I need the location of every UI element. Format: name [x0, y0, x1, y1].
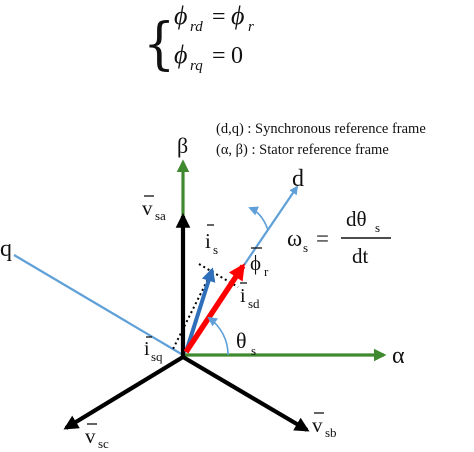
vsa-label: v sa: [142, 195, 166, 223]
theta-angle: θ s: [207, 316, 256, 358]
omega-denominator: dt: [352, 244, 369, 268]
phir-label: ϕ r: [250, 247, 269, 279]
legend: (d,q) : Synchronous reference frame (α, …: [216, 121, 426, 158]
omega-equals: =: [316, 226, 329, 251]
equation-brace: {: [143, 11, 175, 76]
is-symbol: i: [205, 229, 211, 253]
rotation-arc: [248, 206, 269, 231]
phi-rd-sub: rd: [190, 19, 203, 35]
vsb-label: v sb: [312, 412, 337, 440]
theta-arc: [207, 316, 229, 356]
phi-r-sub: r: [248, 19, 254, 35]
is-sub: s: [213, 242, 218, 257]
omega-numerator-sub: s: [375, 220, 380, 235]
isd-symbol: i: [240, 285, 246, 307]
q-axis: [13, 254, 184, 356]
omega-numerator: dθ: [346, 207, 367, 231]
vsb-sub: sb: [325, 425, 337, 440]
alpha-axis-label: α: [392, 343, 405, 369]
equation-row-2-equals: =: [212, 43, 226, 69]
isq-sub: sq: [151, 349, 163, 364]
phir-sub: r: [264, 264, 269, 279]
vsc-vector: [63, 355, 185, 430]
legend-stator-frame: (α, β) : Stator reference frame: [216, 142, 389, 158]
phi-rd-symbol: ϕ: [174, 1, 187, 30]
legend-synchronous-frame: (d,q) : Synchronous reference frame: [216, 121, 426, 137]
voltage-vectors: [63, 213, 310, 432]
vsc-symbol: v: [85, 424, 96, 448]
vsa-symbol: v: [142, 196, 153, 220]
phir-symbol: ϕ: [250, 251, 261, 275]
omega-symbol: ω: [287, 226, 302, 251]
omega-sub: s: [303, 240, 308, 255]
q-axis-label: q: [0, 236, 12, 262]
equation-row-1: ϕ rd = ϕ r: [174, 1, 254, 35]
isd-sub: sd: [248, 296, 260, 311]
isq-label: i sq: [144, 336, 163, 364]
vsa-sub: sa: [155, 208, 166, 223]
vsc-sub: sc: [98, 436, 109, 451]
phi-rq-symbol: ϕ: [174, 40, 187, 69]
equation-row-2: ϕ rq = 0: [174, 40, 243, 74]
equation-row-1-equals: =: [212, 4, 226, 30]
equation-row-2-zero: 0: [231, 43, 243, 69]
vsb-symbol: v: [312, 413, 323, 437]
flux-equation-system: { ϕ rd = ϕ r ϕ rq = 0: [143, 1, 254, 77]
d-axis-label: d: [292, 166, 304, 192]
omega-equation: ω s = dθ s dt: [287, 207, 391, 268]
beta-axis-label: β: [177, 133, 188, 158]
phi-rq-sub: rq: [190, 58, 203, 74]
vsc-label: v sc: [85, 423, 109, 451]
phi-r-symbol: ϕ: [231, 1, 244, 30]
isd-label: i sd: [240, 282, 260, 311]
stator-axes: α β: [176, 133, 405, 369]
isq-symbol: i: [144, 338, 150, 360]
theta-sub: s: [251, 343, 256, 358]
vsb-vector: [181, 355, 310, 432]
is-vector: [184, 267, 216, 353]
theta-symbol: θ: [236, 328, 247, 353]
phir-vector: [183, 263, 246, 354]
is-label: i s: [205, 224, 218, 257]
